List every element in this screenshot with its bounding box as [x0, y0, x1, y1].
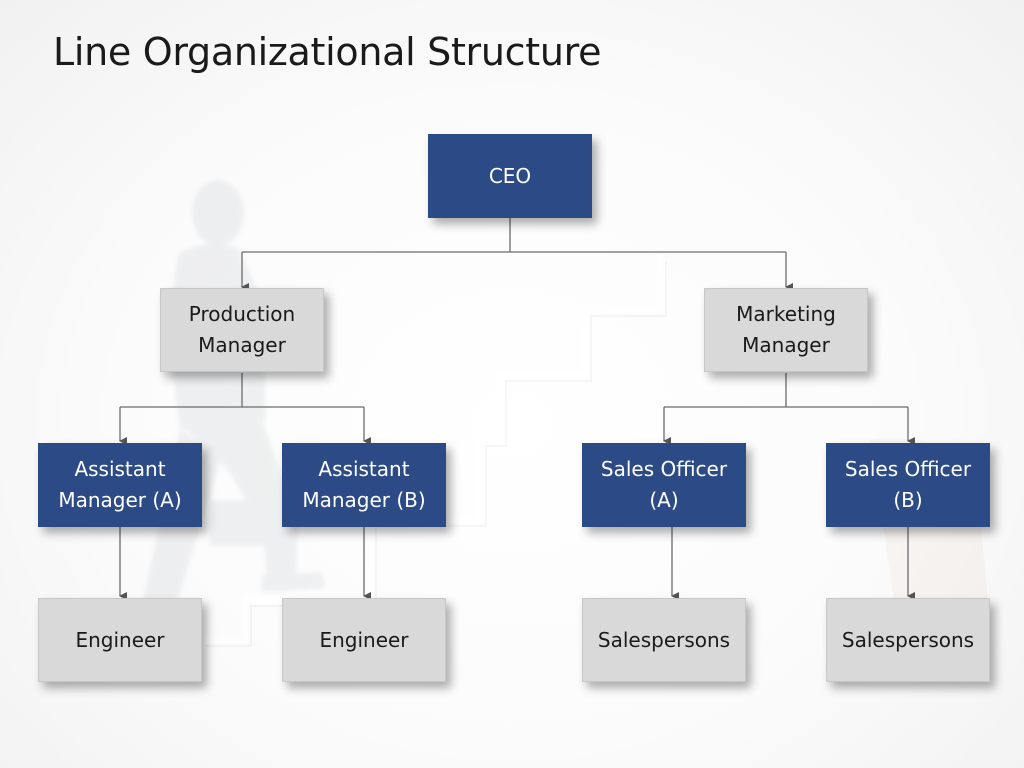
node-engineer-1: Engineer [38, 598, 202, 682]
node-salespersons-1: Salespersons [582, 598, 746, 682]
node-sales-officer-a: Sales Officer (A) [582, 443, 746, 527]
node-assistant-manager-b: Assistant Manager (B) [282, 443, 446, 527]
page-title: Line Organizational Structure [53, 30, 602, 74]
node-production-manager-label: Production Manager [188, 302, 296, 357]
node-assistant-manager-b-label: Assistant Manager (B) [302, 457, 426, 512]
node-sales-officer-a-label: Sales Officer (A) [600, 457, 728, 512]
node-salespersons-2-label: Salespersons [841, 627, 975, 652]
node-marketing-manager: Marketing Manager [704, 288, 868, 372]
node-engineer-2-label: Engineer [319, 627, 409, 652]
node-sales-officer-b: Sales Officer (B) [826, 443, 990, 527]
node-salespersons-1-label: Salespersons [597, 627, 731, 652]
node-marketing-manager-label: Marketing Manager [736, 302, 836, 357]
node-engineer-2: Engineer [282, 598, 446, 682]
node-ceo-label: CEO [488, 163, 532, 188]
node-engineer-1-label: Engineer [75, 627, 165, 652]
node-assistant-manager-a: Assistant Manager (A) [38, 443, 202, 527]
node-ceo: CEO [428, 134, 592, 218]
node-sales-officer-b-label: Sales Officer (B) [844, 457, 972, 512]
node-assistant-manager-a-label: Assistant Manager (A) [58, 457, 182, 512]
node-salespersons-2: Salespersons [826, 598, 990, 682]
node-production-manager: Production Manager [160, 288, 324, 372]
